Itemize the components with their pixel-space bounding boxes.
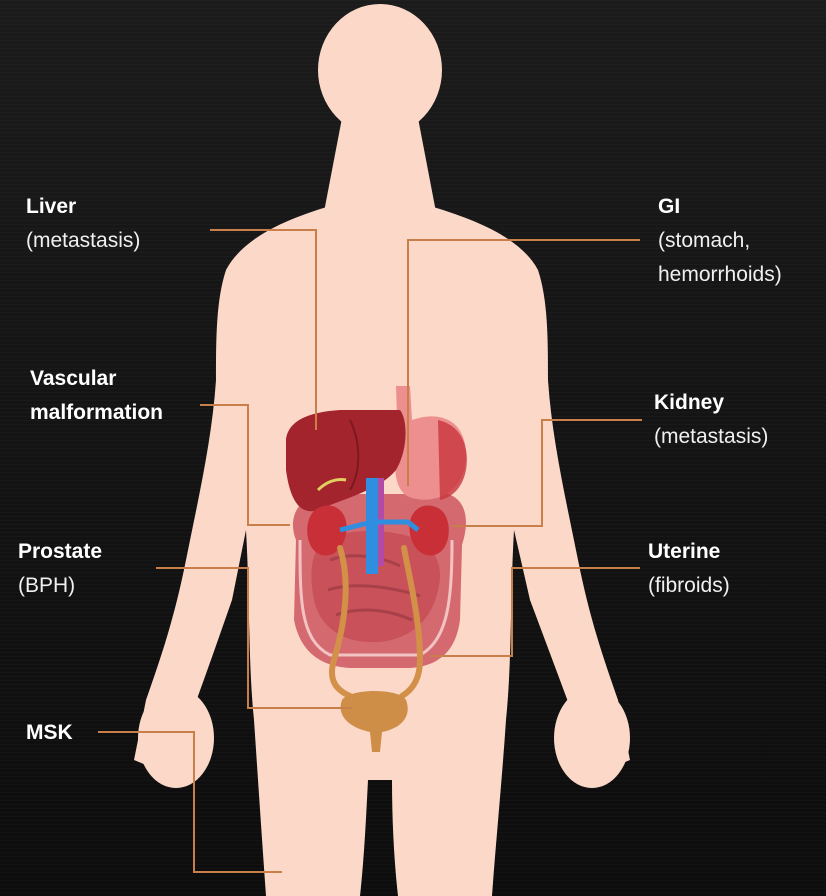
label-vascular: Vascular malformation bbox=[30, 362, 163, 430]
label-liver-title: Liver bbox=[26, 190, 140, 224]
label-gi-sub-2: hemorrhoids) bbox=[658, 258, 782, 292]
label-uterine-sub: (fibroids) bbox=[648, 569, 730, 603]
label-msk-title: MSK bbox=[26, 716, 73, 750]
label-msk: MSK bbox=[26, 716, 73, 750]
label-uterine: Uterine (fibroids) bbox=[648, 535, 730, 603]
label-vascular-title-1: Vascular bbox=[30, 362, 163, 396]
label-kidney: Kidney (metastasis) bbox=[654, 386, 768, 454]
label-liver-sub: (metastasis) bbox=[26, 224, 140, 258]
label-kidney-title: Kidney bbox=[654, 386, 768, 420]
label-kidney-sub: (metastasis) bbox=[654, 420, 768, 454]
label-prostate: Prostate (BPH) bbox=[18, 535, 102, 603]
label-gi-sub-1: (stomach, bbox=[658, 224, 782, 258]
label-prostate-sub: (BPH) bbox=[18, 569, 102, 603]
label-liver: Liver (metastasis) bbox=[26, 190, 140, 258]
label-gi-title: GI bbox=[658, 190, 782, 224]
label-vascular-title-2: malformation bbox=[30, 396, 163, 430]
label-gi: GI (stomach, hemorrhoids) bbox=[658, 190, 782, 292]
label-uterine-title: Uterine bbox=[648, 535, 730, 569]
label-prostate-title: Prostate bbox=[18, 535, 102, 569]
